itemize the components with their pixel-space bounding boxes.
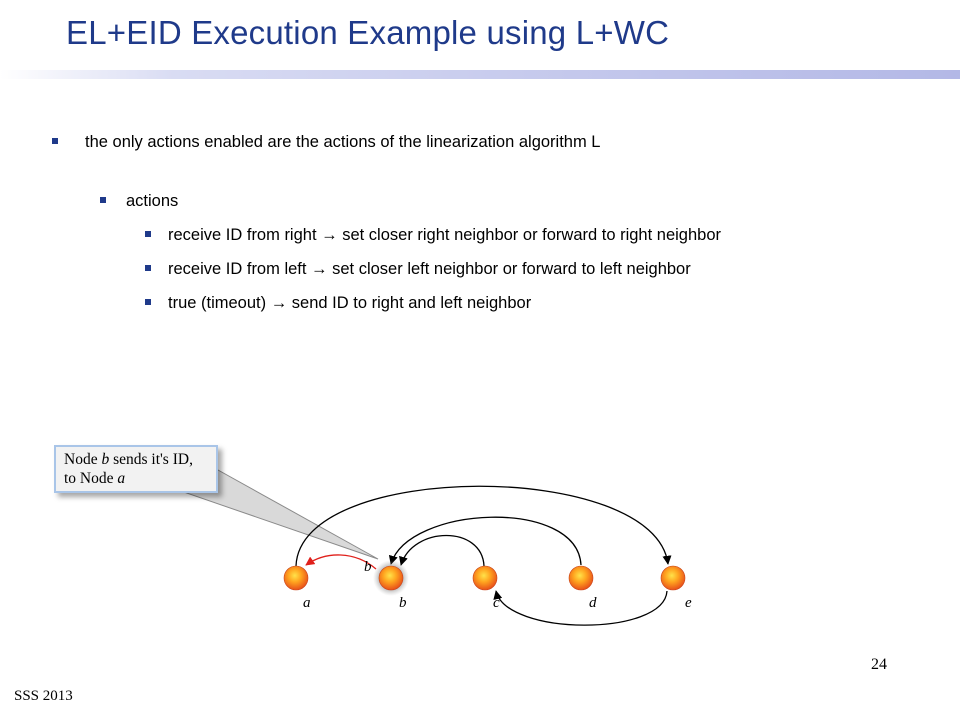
node-label-d: d xyxy=(589,595,597,611)
title-underline-bar xyxy=(0,70,960,79)
bullet-action-3: true (timeout) → send ID to right and le… xyxy=(145,294,532,313)
node-label-b: b xyxy=(399,595,407,611)
node-a xyxy=(283,565,309,591)
node-label-a: a xyxy=(303,595,311,611)
bullet-square-icon xyxy=(100,197,106,203)
node-b xyxy=(378,565,404,591)
node-label-c: c xyxy=(493,595,500,611)
node-d xyxy=(568,565,594,591)
edge-d-to-b xyxy=(388,516,582,566)
node-c xyxy=(472,565,498,591)
bullet-square-icon xyxy=(145,265,151,271)
node-label-e: e xyxy=(685,595,692,611)
bullet-square-icon xyxy=(145,231,151,237)
bullet-actions-heading: actions xyxy=(100,192,179,211)
callout-node-name: b xyxy=(101,451,110,468)
bullet-main-text: the only actions enabled are the actions… xyxy=(85,133,601,151)
message-b-to-a xyxy=(305,554,377,570)
bullet-square-icon xyxy=(52,138,58,144)
message-label: b xyxy=(364,559,372,575)
footer-text: SSS 2013 xyxy=(14,688,73,704)
bullet-action-1: receive ID from right → set closer right… xyxy=(145,226,721,245)
bullet-main: the only actions enabled are the actions… xyxy=(52,133,601,152)
slide-title: EL+EID Execution Example using L+WC xyxy=(66,14,670,51)
bullet-action-text: receive ID from left → set closer left n… xyxy=(168,260,691,278)
bullet-square-icon xyxy=(145,299,151,305)
callout-target-name: a xyxy=(117,470,126,487)
bullet-action-text: receive ID from right → set closer right… xyxy=(168,226,721,244)
node-e xyxy=(660,565,686,591)
edge-a-to-e xyxy=(295,485,672,567)
callout-box: Node b sends it's ID, to Node a xyxy=(54,445,218,493)
bullet-action-text: true (timeout) → send ID to right and le… xyxy=(168,294,532,312)
callout-text-middle: sends it's ID, to Node xyxy=(64,451,193,487)
callout-text-before: Node xyxy=(64,451,102,468)
edge-e-to-c xyxy=(493,590,668,626)
edge-c-to-b xyxy=(399,535,485,567)
bullet-action-2: receive ID from left → set closer left n… xyxy=(145,260,691,279)
page-number: 24 xyxy=(871,656,887,673)
bullet-actions-heading-text: actions xyxy=(126,192,179,210)
